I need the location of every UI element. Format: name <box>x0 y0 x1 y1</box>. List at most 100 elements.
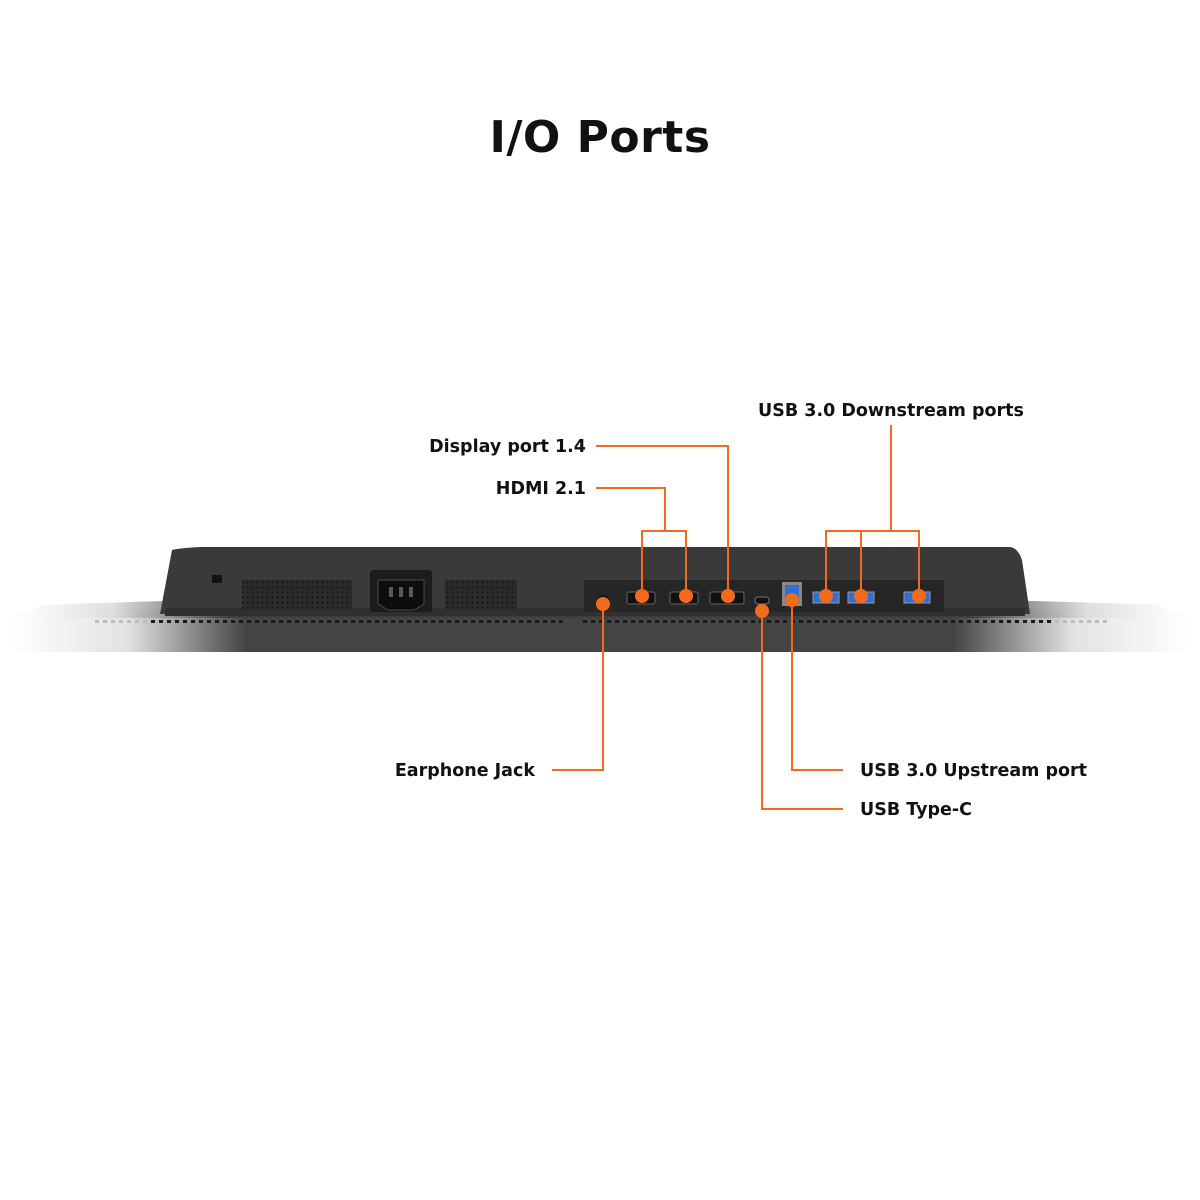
vent-dot <box>743 620 747 623</box>
vent-dot <box>799 620 803 623</box>
vent-dot <box>511 620 515 623</box>
vent-dot <box>1103 620 1107 623</box>
vent-dot <box>335 620 339 623</box>
vent-dot <box>839 620 843 623</box>
vent-dot <box>119 620 123 623</box>
usb-type-c-port <box>754 596 770 605</box>
vent-dot <box>375 620 379 623</box>
dot-displayport <box>721 589 735 603</box>
vent-dot <box>1007 620 1011 623</box>
vent-dot <box>583 620 587 623</box>
vent-dot <box>359 620 363 623</box>
vent-dot <box>407 620 411 623</box>
vent-dot <box>239 620 243 623</box>
vent-dot <box>471 620 475 623</box>
vent-dot <box>983 620 987 623</box>
vent-dot <box>959 620 963 623</box>
vent-dot <box>311 620 315 623</box>
vent-dot <box>919 620 923 623</box>
vent-grille-icon <box>445 580 517 610</box>
leader-usb-downstream-branch <box>825 530 920 594</box>
vent-dot <box>863 620 867 623</box>
vent-dot <box>223 620 227 623</box>
vent-grille-icon <box>242 580 352 610</box>
dot-usb-c <box>755 604 769 618</box>
vent-dot <box>503 620 507 623</box>
leader-hdmi-branch <box>641 530 687 594</box>
leader-usb-upstream <box>791 598 843 771</box>
dot-earphone <box>596 597 610 611</box>
vent-dot <box>327 620 331 623</box>
vent-dot <box>1095 620 1099 623</box>
page-title: I/O Ports <box>489 112 711 163</box>
dot-hdmi-1 <box>635 589 649 603</box>
vent-dot <box>639 620 643 623</box>
label-usb-downstream: USB 3.0 Downstream ports <box>758 401 1024 421</box>
vent-dot <box>447 620 451 623</box>
dot-hdmi-2 <box>679 589 693 603</box>
vent-dot <box>687 620 691 623</box>
vent-dot <box>871 620 875 623</box>
ac-power-socket-icon <box>370 570 432 612</box>
vent-dot <box>879 620 883 623</box>
vent-dot <box>423 620 427 623</box>
vent-dot <box>615 620 619 623</box>
vent-dot <box>535 620 539 623</box>
vent-dot <box>679 620 683 623</box>
vent-dot <box>559 620 563 623</box>
vent-dot <box>1047 620 1051 623</box>
vent-dot <box>351 620 355 623</box>
vent-dot <box>183 620 187 623</box>
vent-dot <box>431 620 435 623</box>
vent-dot <box>599 620 603 623</box>
vent-dot <box>975 620 979 623</box>
vent-dot <box>751 620 755 623</box>
vent-dot <box>191 620 195 623</box>
vent-dot <box>727 620 731 623</box>
leader-hdmi <box>596 487 666 531</box>
vent-dot <box>887 620 891 623</box>
vent-dot <box>1079 620 1083 623</box>
label-displayport: Display port 1.4 <box>429 437 586 457</box>
vent-dot <box>855 620 859 623</box>
vent-dot <box>1063 620 1067 623</box>
vent-dot <box>719 620 723 623</box>
kensington-lock-icon <box>212 575 222 583</box>
vent-dot <box>1071 620 1075 623</box>
vent-dot <box>775 620 779 623</box>
vent-dot <box>631 620 635 623</box>
leader-lines <box>552 425 920 810</box>
vent-dot <box>287 620 291 623</box>
vent-dot <box>703 620 707 623</box>
vent-dot <box>151 620 155 623</box>
vent-dot <box>263 620 267 623</box>
leader-usb-c <box>761 604 843 810</box>
vent-dot <box>831 620 835 623</box>
vent-dot <box>279 620 283 623</box>
vent-dot <box>343 620 347 623</box>
vent-dot <box>103 620 107 623</box>
callout-dots <box>596 589 926 618</box>
vent-dot <box>367 620 371 623</box>
vent-dot <box>735 620 739 623</box>
dot-usb-down-3 <box>912 589 926 603</box>
vent-dot <box>415 620 419 623</box>
vent-dot <box>783 620 787 623</box>
label-earphone: Earphone Jack <box>395 761 536 781</box>
dot-usb-down-2 <box>854 589 868 603</box>
vent-dot <box>439 620 443 623</box>
vent-dot <box>1039 620 1043 623</box>
label-usb-upstream: USB 3.0 Upstream port <box>860 761 1087 781</box>
vent-dot <box>295 620 299 623</box>
vent-dot <box>399 620 403 623</box>
vent-dot <box>527 620 531 623</box>
vent-dot <box>927 620 931 623</box>
vent-dot <box>1023 620 1027 623</box>
label-usb-c: USB Type-C <box>860 800 972 820</box>
vent-dot <box>911 620 915 623</box>
vent-dot <box>591 620 595 623</box>
vent-dot <box>519 620 523 623</box>
vent-dot <box>1087 620 1091 623</box>
vent-dot <box>767 620 771 623</box>
